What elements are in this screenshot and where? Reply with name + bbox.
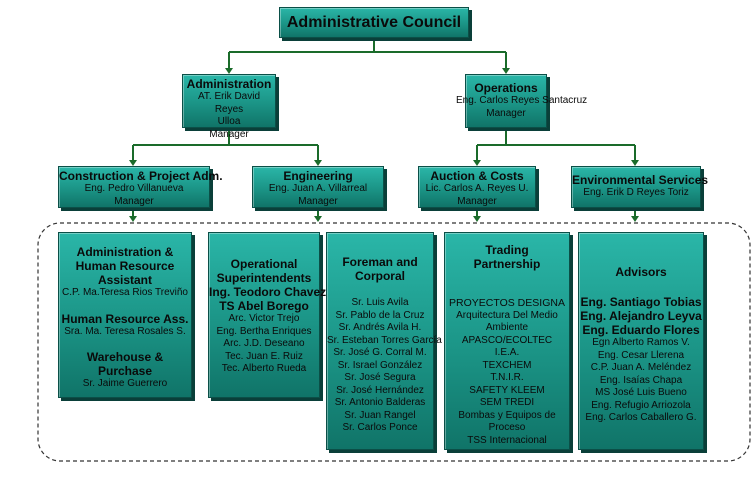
- node-line: Manager: [114, 195, 154, 207]
- node-construction-project-adm: Construction & Project Adm. Eng. Pedro V…: [58, 166, 223, 208]
- ops-lead: TS Abel Borego: [219, 299, 309, 313]
- node-title: Engineering: [283, 169, 353, 183]
- foreman-staff: Sr. Pablo de la Cruz: [335, 309, 425, 321]
- node-line: AT. Erik David Reyes: [197, 91, 261, 115]
- foreman-staff: Sr. Carlos Ponce: [342, 422, 418, 433]
- trading-title: Partnership: [473, 257, 541, 271]
- node-line: Eng. Erik D Reyes Toriz: [583, 187, 689, 198]
- trading-partner: Arquitectura Del Medio: [456, 309, 558, 321]
- node-title: Administration: [186, 77, 272, 91]
- trading-partner: TEXCHEM: [482, 359, 532, 371]
- node-auction-costs: Auction & Costs Lic. Carlos A. Reyes U. …: [418, 166, 536, 208]
- node-trading-partnership: Trading Partnership PROYECTOS DESIGNA Ar…: [444, 232, 570, 450]
- trading-partner: Ambiente: [485, 322, 529, 333]
- advisor-lead: Eng. Alejandro Leyva: [580, 309, 702, 323]
- node-line: Ulloa: [217, 116, 241, 127]
- node-administration: Administration AT. Erik David Reyes Ullo…: [182, 74, 276, 140]
- advisor-staff: C.P. Juan A. Meléndez: [590, 362, 692, 373]
- node-title: Construction & Project Adm.: [59, 169, 223, 183]
- admin-person: C.P. Ma.Teresa Rios Treviño: [62, 287, 188, 298]
- node-line: Lic. Carlos A. Reyes U.: [425, 183, 529, 194]
- ops-title: Operational: [230, 257, 298, 271]
- node-line: Manager: [486, 107, 526, 119]
- foreman-staff: Sr. José Segura: [344, 372, 416, 383]
- trading-partner: SAFETY KLEEM: [469, 384, 545, 396]
- advisor-staff: Eng. Carlos Caballero G.: [585, 412, 697, 423]
- node-environmental-services: Environmental Services Eng. Erik D Reyes…: [571, 166, 709, 208]
- foreman-staff: Sr. Antonio Balderas: [334, 397, 426, 408]
- ops-staff: Arc. J.D. Deseano: [223, 338, 305, 349]
- node-admin-hr: Administration & Human Resource Assistan…: [58, 232, 192, 398]
- ops-staff: Arc. Victor Trejo: [228, 313, 300, 324]
- ops-staff: Eng. Bertha Enriques: [216, 325, 312, 337]
- node-line: Eng. Juan A. Villarreal Manager: [268, 183, 368, 207]
- node-line: Manager: [209, 128, 249, 140]
- foreman-staff: Sr. Luis Avila: [351, 297, 409, 308]
- foreman-staff: Sr. Andrés Avila H.: [338, 322, 422, 333]
- warehouse-title: Warehouse & Purchase: [86, 350, 164, 378]
- foreman-title: Corporal: [354, 269, 405, 283]
- advisor-staff: Eng. Isaías Chapa: [599, 374, 683, 386]
- node-title: Environmental Services: [572, 173, 709, 187]
- advisor-staff: MS José Luis Bueno: [595, 387, 687, 398]
- trading-partner: T.N.I.R.: [490, 372, 524, 383]
- foreman-staff: Sr. Esteban Torres García: [327, 334, 442, 346]
- advisor-staff: Egn Alberto Ramos V.: [592, 337, 690, 348]
- advisors-title: Advisors: [615, 265, 667, 279]
- node-title: Administrative Council: [286, 13, 462, 31]
- advisor-staff: Eng. Cesar Llerena: [597, 349, 685, 361]
- hr-title: Human Resource Ass.: [61, 311, 189, 326]
- node-line: Manager: [457, 195, 497, 207]
- trading-partner: I.E.A.: [494, 347, 520, 358]
- advisor-lead: Eng. Santiago Tobias: [580, 295, 702, 309]
- ops-title: Superintendents: [216, 271, 312, 285]
- ops-staff: Tec. Alberto Rueda: [221, 363, 307, 374]
- node-operational-superintendents: Operational Superintendents Ing. Teodoro…: [208, 232, 327, 398]
- node-operations: Operations Eng. Carlos Reyes Santacruz M…: [456, 74, 587, 128]
- node-title: Operations: [474, 81, 538, 95]
- warehouse-person: Sr. Jaime Guerrero: [82, 378, 168, 389]
- admin-title: Human Resource: [75, 259, 175, 273]
- admin-title: Administration &: [76, 245, 174, 259]
- node-administrative-council: Administrative Council: [279, 7, 469, 38]
- hr-person: Sra. Ma. Teresa Rosales S.: [64, 325, 186, 337]
- trading-title: Trading: [485, 243, 529, 257]
- node-line: Eng. Pedro Villanueva: [84, 183, 184, 194]
- ops-lead: Ing. Teodoro Chavez: [209, 285, 327, 299]
- admin-title: Assistant: [97, 273, 153, 287]
- node-title: Auction & Costs: [430, 169, 524, 183]
- foreman-staff: Sr. Juan Rangel: [344, 409, 416, 421]
- foreman-title: Foreman and: [342, 255, 418, 269]
- node-advisors: Advisors Eng. Santiago Tobias Eng. Aleja…: [578, 232, 704, 450]
- advisor-staff: Eng. Refugio Arriozola: [591, 399, 691, 411]
- trading-partner: TSS Internacional: [467, 434, 547, 446]
- trading-partner: Bombas y Equipos de: [458, 409, 556, 421]
- trading-partner: PROYECTOS DESIGNA: [449, 297, 565, 309]
- advisor-lead: Eng. Eduardo Flores: [582, 323, 700, 337]
- trading-partner: SEM TREDI: [479, 397, 535, 408]
- ops-staff: Tec. Juan E. Ruiz: [225, 350, 303, 362]
- foreman-staff: Sr. Israel González: [337, 359, 423, 371]
- node-foreman-corporal: Foreman and Corporal Sr. Luis Avila Sr. …: [326, 232, 442, 450]
- node-engineering: Engineering Eng. Juan A. Villarreal Mana…: [252, 166, 384, 208]
- trading-partner: Proceso: [488, 422, 526, 433]
- foreman-staff: Sr. José G. Corral M.: [333, 347, 427, 358]
- foreman-staff: Sr. José Hernández: [336, 384, 424, 396]
- trading-partner: APASCO/ECOLTEC: [461, 334, 553, 346]
- node-line: Eng. Carlos Reyes Santacruz: [456, 95, 588, 106]
